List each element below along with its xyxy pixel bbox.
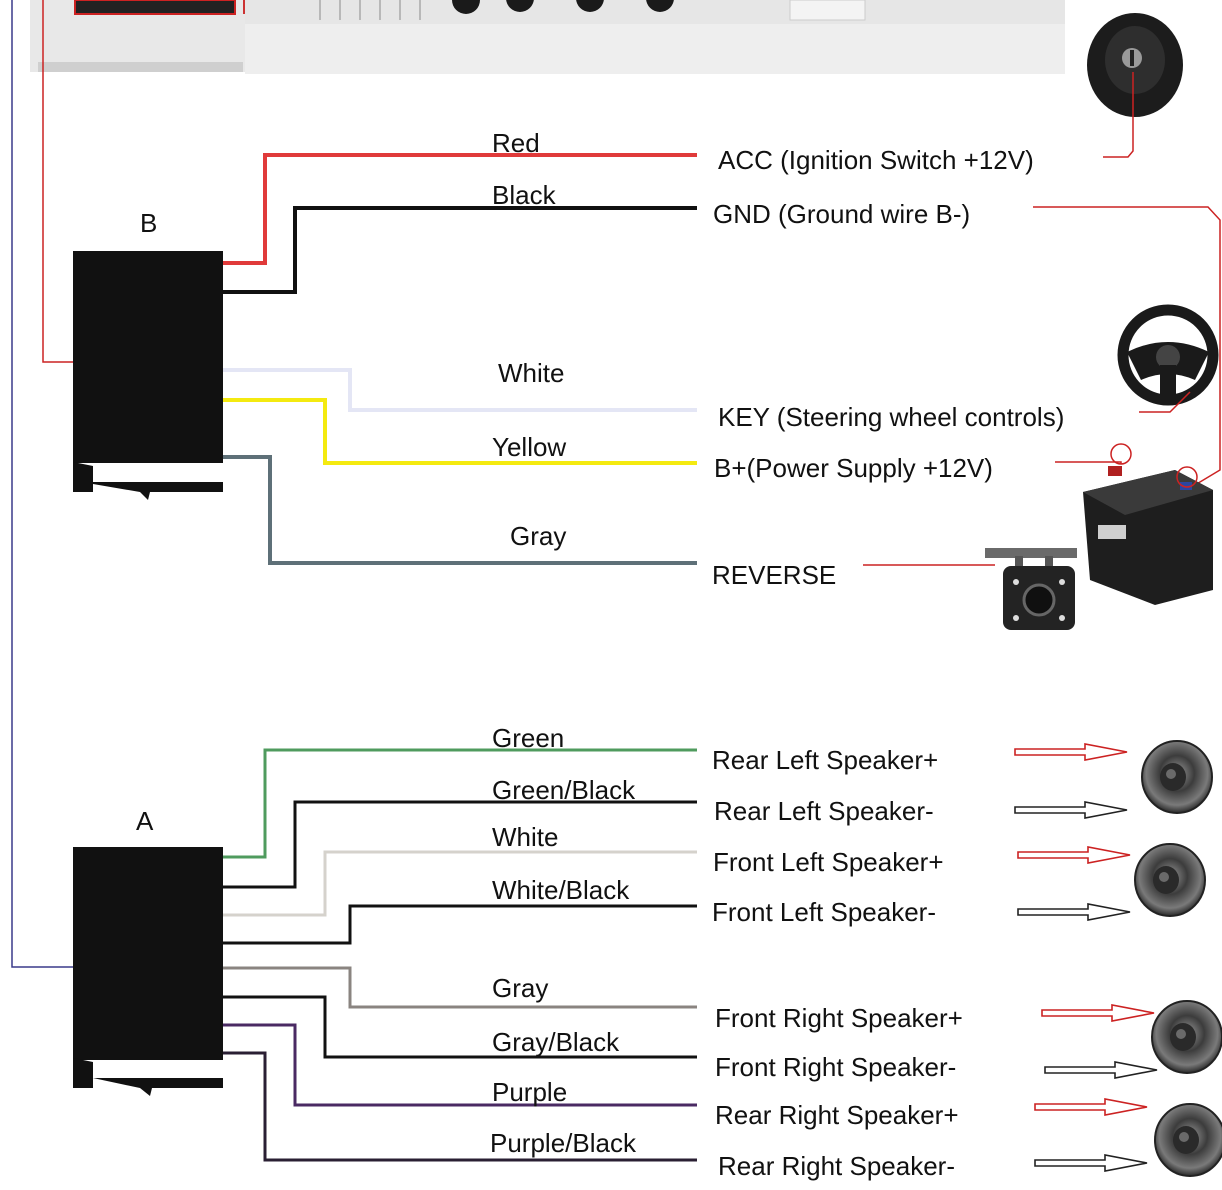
wire-b-2	[223, 206, 697, 294]
wire-color-label: Gray	[492, 973, 549, 1003]
wire-function-label: Rear Right Speaker-	[718, 1151, 955, 1181]
wire-a-4	[223, 904, 697, 945]
wire-b-4	[223, 398, 697, 465]
wire-color-label: Yellow	[492, 432, 567, 462]
wire-function-label: Front Right Speaker+	[715, 1003, 963, 1033]
wire-function-label: Rear Right Speaker+	[715, 1100, 959, 1130]
wire-a-8	[223, 1051, 697, 1162]
connector-b-label: B	[140, 208, 158, 238]
ignition-key-icon	[1087, 13, 1183, 117]
wire-color-label: White/Black	[492, 875, 630, 905]
wire-a-1	[223, 748, 697, 859]
bplus-ref-line	[1055, 461, 1122, 464]
wire-b-5	[223, 455, 697, 565]
arrows-group	[1014, 743, 1158, 1172]
wire-function-label: Front Left Speaker+	[713, 847, 944, 877]
wire-function-label: ACC (Ignition Switch +12V)	[718, 145, 1034, 175]
wire-color-label: Green	[492, 723, 565, 753]
wire-function-label: B+(Power Supply +12V)	[714, 453, 993, 483]
wire-a-2	[223, 800, 697, 889]
wire-function-label: REVERSE	[712, 560, 837, 590]
arrow-minus-icon	[1034, 1154, 1148, 1172]
wire-function-label: Front Right Speaker-	[715, 1052, 957, 1082]
wire-b-1	[223, 153, 697, 265]
speaker-icon	[1141, 740, 1213, 814]
wire-a-3	[223, 850, 697, 917]
wire-color-label: Gray	[510, 521, 567, 551]
wire-color-label: Red	[492, 128, 540, 158]
arrow-plus-icon	[1017, 846, 1131, 864]
gnd-ref-line	[1033, 206, 1221, 486]
speaker-icon	[1134, 843, 1206, 917]
wire-color-label: White	[492, 822, 559, 852]
wire-color-label: Gray/Black	[492, 1027, 620, 1057]
reverse-camera-icon	[985, 548, 1077, 630]
wire-function-label: Rear Left Speaker-	[714, 796, 934, 826]
connector-a	[73, 847, 223, 1096]
wire-color-label: Purple	[492, 1077, 568, 1107]
wire-color-label: White	[498, 358, 565, 388]
arrow-plus-icon	[1034, 1098, 1148, 1116]
key-ref-line	[1139, 391, 1191, 413]
ref-line-b	[42, 0, 75, 363]
speaker-icon	[1154, 1103, 1222, 1177]
wire-a-7	[223, 1023, 697, 1107]
steering-wheel-icon	[1117, 304, 1219, 406]
wire-color-label: Green/Black	[492, 775, 636, 805]
battery-minus-marker	[1176, 466, 1198, 488]
wire-b-3	[223, 368, 697, 412]
acc-ref-line	[1103, 72, 1134, 158]
wire-color-label: Black	[492, 180, 556, 210]
wires-a-group	[223, 748, 697, 1162]
arrow-minus-icon	[1017, 903, 1131, 921]
speakers-group	[1134, 740, 1222, 1177]
wire-color-label: Purple/Black	[490, 1128, 636, 1158]
wire-a-6	[223, 995, 697, 1059]
wire-function-label: Front Left Speaker-	[712, 897, 936, 927]
connector-a-label: A	[136, 806, 154, 836]
arrow-plus-icon	[1014, 743, 1128, 761]
battery-plus-marker	[1110, 443, 1132, 465]
battery-icon	[1083, 466, 1213, 605]
wires-b-group	[223, 153, 697, 565]
arrow-minus-icon	[1044, 1061, 1158, 1079]
ref-line-a	[11, 0, 75, 968]
wire-function-label: GND (Ground wire B-)	[713, 199, 971, 229]
wire-a-5	[223, 966, 697, 1009]
head-unit-icon	[30, 0, 1065, 74]
arrow-minus-icon	[1014, 801, 1128, 819]
arrow-plus-icon	[1041, 1004, 1155, 1022]
wire-function-label: Rear Left Speaker+	[712, 745, 939, 775]
connector-b	[73, 251, 223, 500]
wire-function-label: KEY (Steering wheel controls)	[718, 402, 1065, 432]
speaker-icon	[1151, 1000, 1222, 1074]
